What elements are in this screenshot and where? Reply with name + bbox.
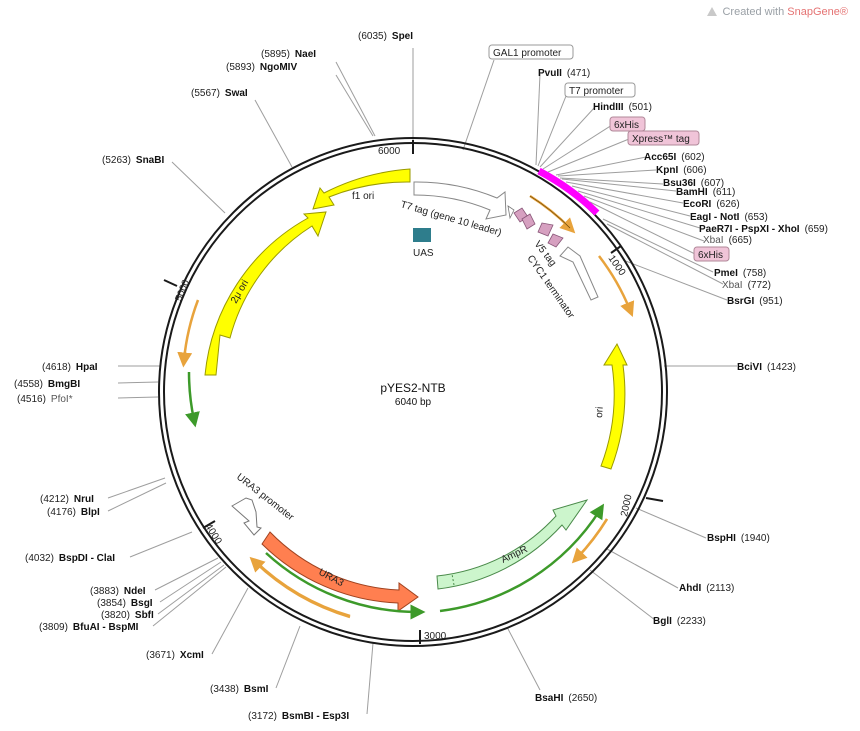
site-bamhi: BamHI(611) [676,187,735,198]
site-bsgi: (3854)BsgI [97,598,153,609]
tick-label-5000: 5000 [174,278,193,303]
boxed-labels: GAL1 promoter T7 promoter 6xHis Xpress™ … [488,44,730,262]
site-leaders [107,48,737,715]
site-bcivi: BciVI(1423) [737,362,796,373]
t7-tag-feature [413,181,507,220]
tag-arrow-2 [521,213,536,230]
two-micron-ori-feature [204,211,327,376]
t7-promoter-label: T7 promoter [569,86,624,97]
site-xbai-665: XbaI(665) [703,235,752,246]
xpress-tag-label: Xpress™ tag [632,134,690,145]
watermark-prefix: Created with [722,6,788,18]
restriction-sites: (6035)SpeI (5895)NaeI (5893)NgoMIV (5567… [14,31,828,722]
site-bsmi: (3438)BsmI [210,684,269,695]
tick-label-2000: 2000 [619,493,634,517]
site-ngomiv: (5893)NgoMIV [226,62,297,73]
plasmid-size: 6040 bp [395,397,432,408]
orf-arcs [177,194,635,620]
watermark-brand: SnapGene® [787,6,848,18]
site-bsrgi: BsrGI(951) [727,296,783,307]
watermark: Created with SnapGene® [707,6,848,18]
ori-feature [600,342,628,470]
site-pvuii: PvuII(471) [538,68,590,79]
site-bsmbi-esp3i: (3172)BsmBI - Esp3I [248,711,349,722]
f1-ori-label: f1 ori [352,191,374,202]
mcs-region [537,167,600,216]
site-naei: (5895)NaeI [261,49,316,60]
site-bmgbi: (4558)BmgBI [14,379,80,390]
tick-label-6000: 6000 [378,146,401,157]
site-sbfi: (3820)SbfI [101,610,154,621]
ampr-feature [436,499,589,590]
features [204,168,628,612]
tick-label-1000: 1000 [606,253,628,278]
site-hpai: (4618)HpaI [42,362,98,373]
site-nrui: (4212)NruI [40,494,94,505]
tag-arrow-3 [537,222,554,237]
site-eagi-noti: EagI - NotI(653) [690,212,768,223]
six-his-label-2: 6xHis [698,250,723,261]
site-ecori: EcoRI(626) [683,199,740,210]
site-xbai-772: XbaI(772) [722,280,771,291]
site-swai: (5567)SwaI [191,88,248,99]
ori-label: ori [594,406,606,418]
plasmid-name: pYES2-NTB [380,381,445,395]
position-ticks [163,140,664,644]
uas-label: UAS [413,248,434,259]
site-pfoi: (4516)PfoI* [17,394,73,405]
site-xcmi: (3671)XcmI [146,650,204,661]
site-bspdi-clai: (4032)BspDI - ClaI [25,553,115,564]
site-blpi: (4176)BlpI [47,507,100,518]
site-bsphi: BspHI(1940) [707,533,770,544]
tag-arrow-4 [547,233,564,248]
site-bgli: BglI(2233) [653,616,706,627]
site-pmei: PmeI(758) [714,268,766,279]
snapgene-logo-icon [707,7,718,16]
site-kpni: KpnI(606) [656,165,707,176]
site-bsahi: BsaHI(2650) [535,693,597,704]
tick-label-4000: 4000 [202,522,223,547]
six-his-label-1: 6xHis [614,120,639,131]
site-snabi: (5263)SnaBI [102,155,164,166]
ura3-feature [261,531,419,612]
site-paer7i-pspxi-xhoi: PaeR7I - PspXI - XhoI(659) [699,224,828,235]
tag-arrow-5 [507,205,515,220]
site-bfuai-bspmi: (3809)BfuAI - BspMI [39,622,139,633]
site-hindiii: HindIII(501) [593,102,652,113]
uas-feature [413,228,431,242]
gal1-promoter-label: GAL1 promoter [493,48,562,59]
site-ndei: (3883)NdeI [90,586,146,597]
cyc1-terminator-feature [559,246,599,301]
f1-ori-feature [312,168,411,210]
site-acc65i: Acc65I(602) [644,152,705,163]
ura3-promoter-feature [231,497,262,536]
site-spei: (6035)SpeI [358,31,413,42]
site-ahdi: AhdI(2113) [679,583,734,594]
tick-label-3000: 3000 [424,631,447,642]
site-bsu36i: Bsu36I(607) [663,178,724,189]
